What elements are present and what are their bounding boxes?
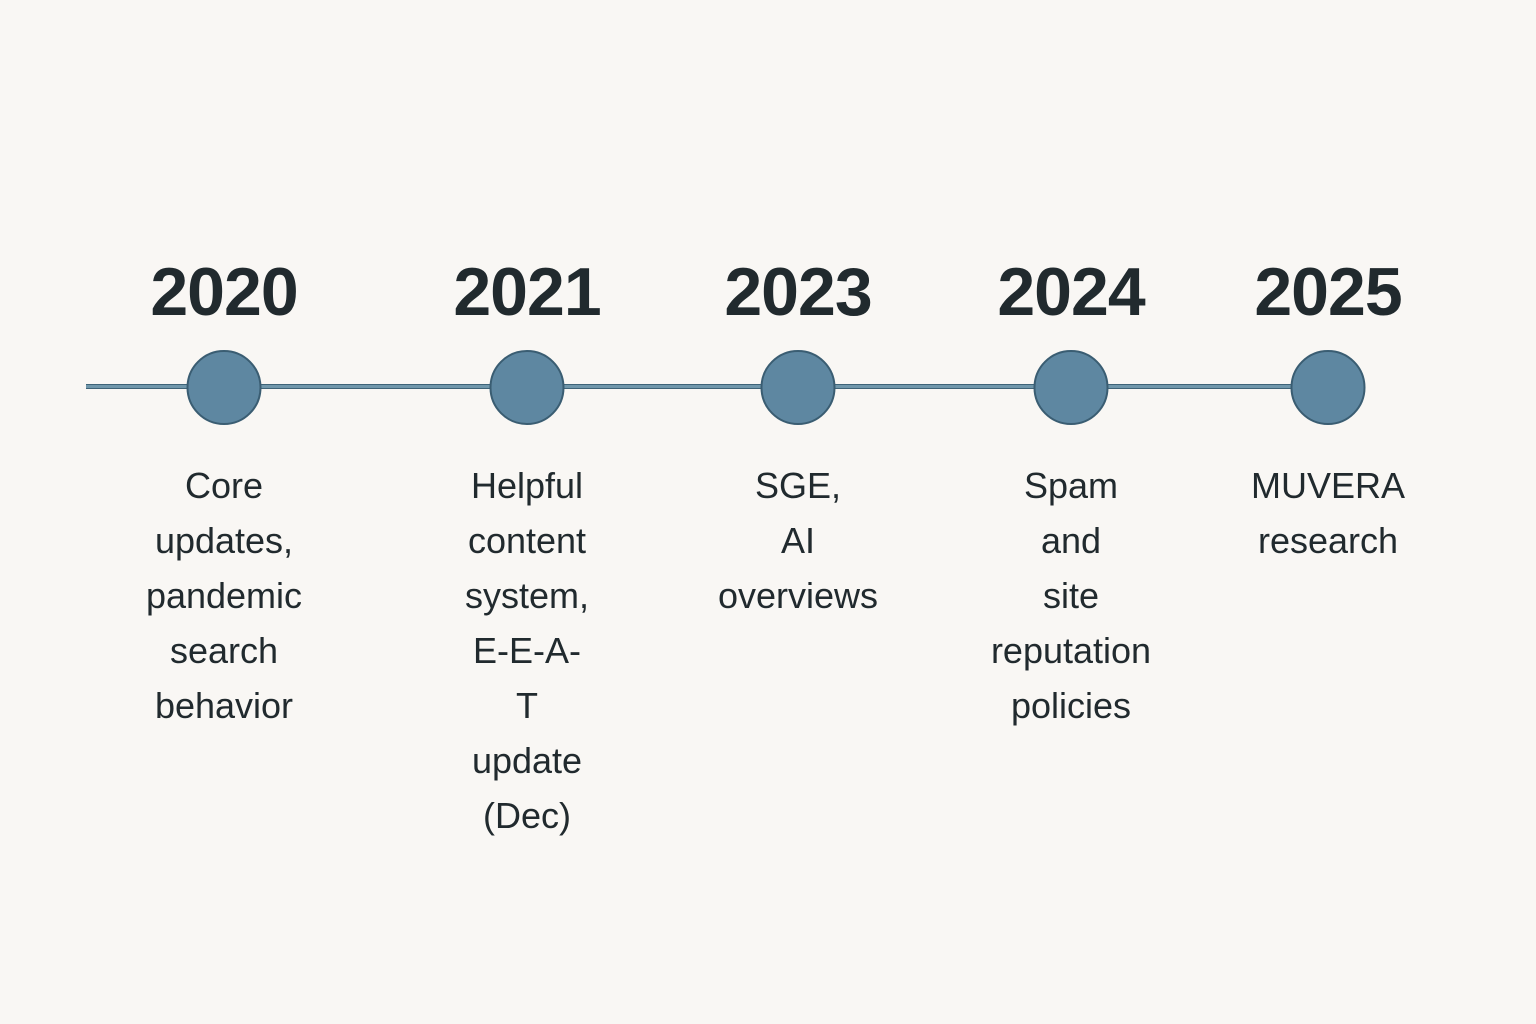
milestone-description: Helpful content system, E-E-A-T update (… [464,465,590,836]
milestone-year: 2025 [1254,254,1402,330]
milestone-dot [760,350,836,425]
milestone-dot [186,350,262,425]
timeline-connector-line [86,384,1329,389]
milestone-description: Spam and site reputation policies [990,465,1152,726]
milestone-dot [1290,350,1366,425]
milestone-description: SGE, AI overviews [717,465,879,616]
milestone-year: 2020 [150,254,298,330]
milestone-dot [489,350,565,425]
milestone-dot [1033,350,1109,425]
milestone-year: 2023 [724,254,872,330]
milestone-description: MUVERA research [1250,465,1406,561]
milestone-year: 2024 [997,254,1145,330]
milestone-year: 2021 [453,254,601,330]
milestone-description: Core updates, pandemic search behavior [145,465,303,726]
